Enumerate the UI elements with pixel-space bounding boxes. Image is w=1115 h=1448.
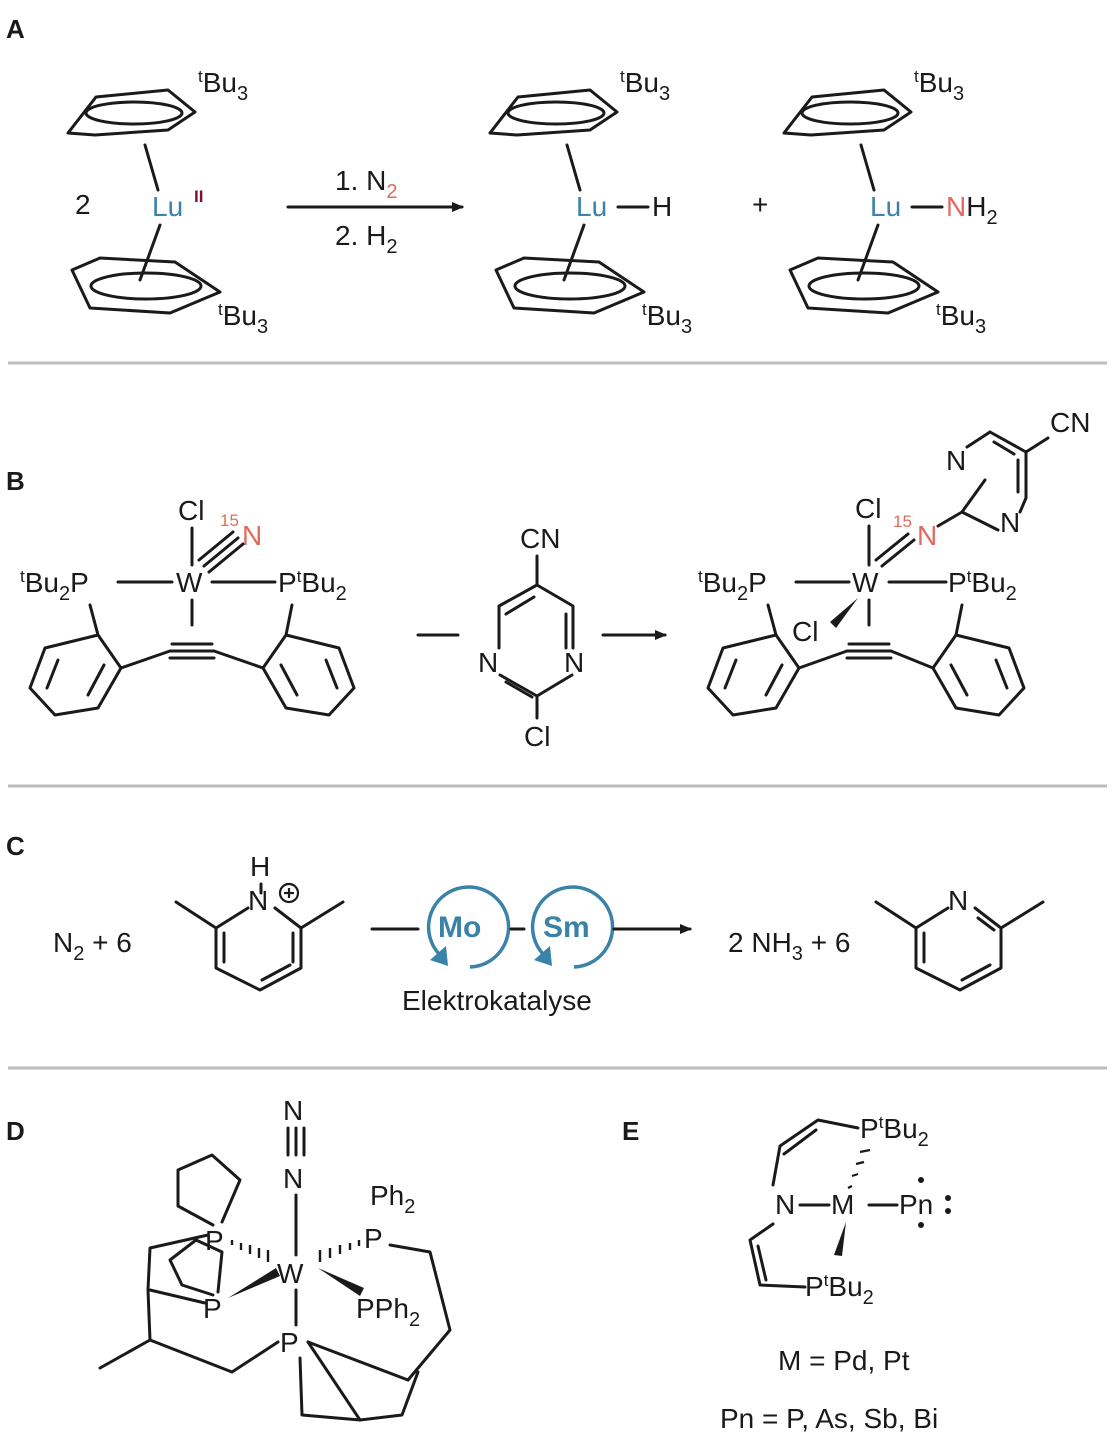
w-atom: W <box>852 567 879 598</box>
pnictogen-list: Pn = P, As, Sb, Bi <box>720 1403 938 1434</box>
ring-cl: Cl <box>524 721 550 752</box>
tbu3-bottom: tBu3 <box>936 300 986 338</box>
pnictogen-pn: Pn <box>899 1189 933 1220</box>
metal-m: M <box>831 1189 854 1220</box>
wedge-bond <box>834 1222 846 1256</box>
w-imido-product: Cl 15 N N N CN W tBu2P PtBu2 Cl <box>698 407 1090 717</box>
isotope-label: 15 <box>220 511 239 530</box>
p-atom-bottom: P <box>280 1327 299 1358</box>
nitride-n: N <box>242 520 262 551</box>
cyano-group: CN <box>1050 407 1090 438</box>
pph2-label: PPh2 <box>356 1293 420 1331</box>
tbu3-top: tBu3 <box>914 67 964 105</box>
catalyst-sm-label: Sm <box>543 911 590 944</box>
w-atom: W <box>176 567 203 598</box>
pyridinium-h: H <box>250 851 270 882</box>
isotope-label: 15 <box>893 512 912 531</box>
cyano-group: CN <box>520 523 560 554</box>
panel-c: C N2 + 6 H N Mo Sm <box>6 831 1045 1016</box>
cycle-arrow-icon <box>430 946 448 966</box>
ring-n-top: N <box>946 445 966 476</box>
tbu3-bottom: tBu3 <box>218 300 268 338</box>
lu-atom: Lu <box>576 191 607 222</box>
catalyst-mo-label: Mo <box>438 911 481 944</box>
panel-label-e: E <box>622 1116 639 1146</box>
chloropyrimidine-reagent: CN N N Cl <box>478 523 584 752</box>
lu-reactant: tBu3 2 Lu II tBu3 <box>66 67 268 338</box>
catalyst-mo: Mo <box>426 885 511 969</box>
hydride: H <box>652 191 672 222</box>
phosphine-bottom: PtBu2 <box>805 1271 874 1309</box>
cl-equatorial: Cl <box>792 616 818 647</box>
phosphine-left: tBu2P <box>20 567 89 605</box>
phosphine-left: tBu2P <box>698 567 767 605</box>
w-nitride-complex: Cl 15 N W tBu2P PtBu2 <box>20 495 356 717</box>
cl-axial: Cl <box>178 495 204 526</box>
reactants-text: N2 + 6 <box>53 927 132 965</box>
metal-list: M = Pd, Pt <box>778 1345 910 1376</box>
wedge-bond-left <box>228 1268 280 1298</box>
panel-label-c: C <box>6 831 25 861</box>
cl-axial: Cl <box>855 493 881 524</box>
panel-label-b: B <box>6 466 25 496</box>
hashed-bonds <box>230 1240 361 1262</box>
condition-step-2: 2. H2 <box>335 220 397 258</box>
lu-atom: Lu <box>152 191 183 222</box>
dinitrogen-n-top: N <box>283 1095 303 1126</box>
lu-amide-product: tBu3 Lu NH2 tBu3 <box>782 67 998 338</box>
imido-n: N <box>917 520 937 551</box>
amide-n: N <box>775 1189 795 1220</box>
panel-d: D N N W W P P P P Ph2 PPh2 <box>6 1095 452 1422</box>
pyridine-n: N <box>948 885 968 916</box>
pyridinium-n: N <box>248 885 268 916</box>
positive-charge-icon <box>278 882 300 904</box>
panel-label-a: A <box>6 14 25 44</box>
electrocatalysis-caption: Elektrokatalyse <box>402 985 592 1016</box>
dinitrogen-n-bottom: N <box>283 1163 303 1194</box>
ring-n-left: N <box>478 647 498 678</box>
lutidine: N <box>874 885 1045 992</box>
phosphine-top: PtBu2 <box>860 1113 929 1151</box>
p-atom-lower-left: P <box>203 1293 222 1324</box>
wedge-bond-right <box>318 1268 364 1296</box>
phosphine-right: PtBu2 <box>278 567 347 605</box>
lutidinium: H N <box>174 851 345 992</box>
p-atom-upper-right: P <box>364 1223 383 1254</box>
w-atom: W <box>277 1258 304 1289</box>
panel-label-d: D <box>6 1116 25 1146</box>
catalyst-sm: Sm <box>530 885 615 969</box>
panel-b: B Cl 15 N W tBu2P PtBu2 <box>6 407 1090 752</box>
p-atom-upper-left: P <box>205 1225 224 1256</box>
lu-hydride-product: tBu3 Lu H tBu3 <box>488 67 692 338</box>
phosphine-right: PtBu2 <box>948 567 1017 605</box>
cycle-arrow-icon <box>534 946 552 966</box>
condition-step-1: 1. N2 <box>335 165 397 203</box>
ph2-label: Ph2 <box>370 1180 415 1218</box>
tbu3-top: tBu3 <box>198 67 248 105</box>
lu-atom: Lu <box>870 191 901 222</box>
amide-nh2: NH2 <box>946 191 998 229</box>
panel-e: E PtBu2 N M Pn PtBu2 M = Pd, Pt Pn = P, … <box>622 1113 951 1434</box>
wedge-bond <box>830 598 858 628</box>
plus-sign: + <box>752 189 768 220</box>
tbu3-bottom: tBu3 <box>642 300 692 338</box>
coefficient-two: 2 <box>75 189 91 220</box>
ring-n-right: N <box>564 647 584 678</box>
lu-oxidation-state: II <box>194 187 203 206</box>
ring-n-bottom: N <box>1000 507 1020 538</box>
products-text: 2 NH3 + 6 <box>728 927 850 965</box>
panel-a: A tBu3 2 Lu II tBu3 1. N2 2. H2 tBu3 Lu <box>6 14 998 338</box>
tbu3-top: tBu3 <box>620 67 670 105</box>
